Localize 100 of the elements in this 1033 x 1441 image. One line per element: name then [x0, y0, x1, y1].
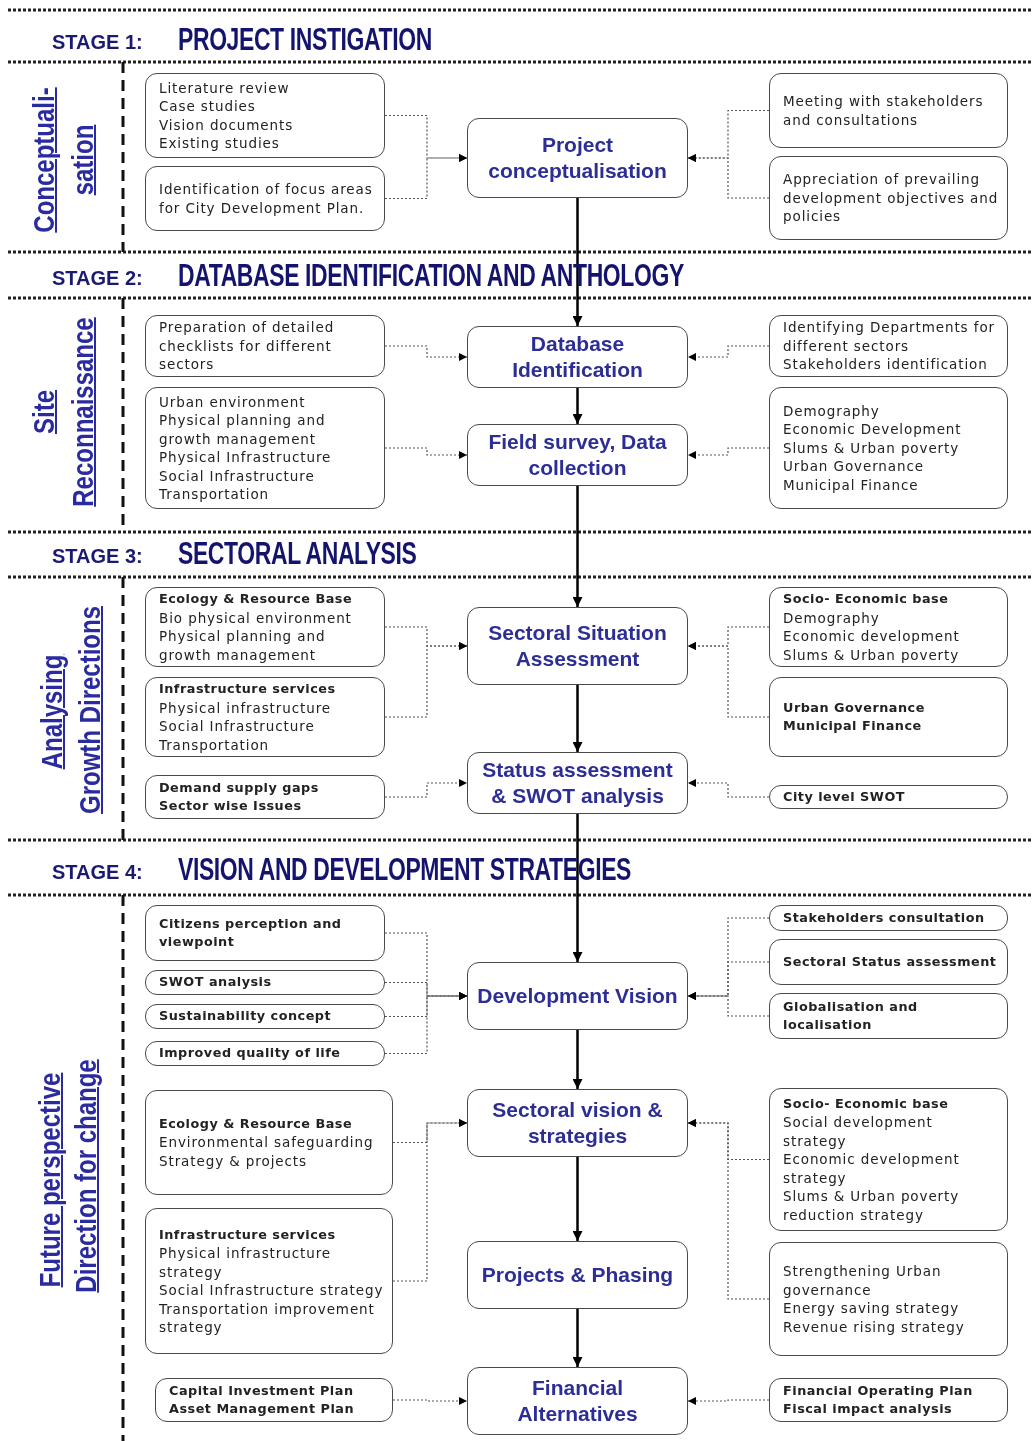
phase-label: Growth Directions — [74, 606, 106, 814]
box-text: Infrastructure services — [159, 680, 337, 698]
connector-arrow — [392, 1396, 468, 1406]
input-box — [145, 775, 385, 819]
box-text: Sector wise Issues — [159, 797, 303, 815]
box-text: Urban Governance — [783, 457, 925, 476]
box-text: SWOT analysis — [159, 973, 273, 992]
process-box — [467, 1367, 688, 1435]
input-box — [145, 677, 385, 757]
box-text: Transportation improvement strategy — [159, 1299, 376, 1337]
input-box — [769, 1378, 1008, 1422]
input-box — [769, 939, 1008, 985]
process-box — [467, 118, 688, 198]
box-text: Social Infrastructure — [159, 466, 316, 485]
input-box — [145, 1090, 393, 1195]
connector-arrow — [572, 198, 583, 326]
stage-title: SECTORAL ANALYSIS — [178, 536, 417, 572]
box-text: Urban environment — [159, 392, 307, 411]
process-box — [467, 962, 688, 1030]
box-text: Financial Alternatives — [516, 1375, 639, 1427]
connector-arrow — [572, 1030, 583, 1089]
connector-arrow — [384, 778, 468, 798]
box-text: Environmental safeguarding — [159, 1133, 375, 1152]
box-text: Sectoral Situation Assessment — [487, 620, 668, 672]
input-box — [769, 677, 1008, 757]
box-text: Social Infrastructure strategy — [159, 1281, 385, 1300]
box-text: Stakeholders identification — [783, 355, 989, 374]
input-box — [145, 1208, 393, 1354]
box-text: Citizens perception and viewpoint — [159, 914, 343, 951]
box-text: Sectoral vision & strategies — [491, 1097, 664, 1149]
box-text: Identifying Departments for different sectors — [783, 318, 996, 356]
box-text: Economic development strategy — [783, 1150, 961, 1188]
box-text: Urban Governance — [783, 698, 926, 717]
box-text: Slums & Urban poverty — [783, 645, 961, 664]
box-text: Physical planning and growth management — [159, 627, 327, 664]
phase-label: Site — [28, 390, 60, 434]
box-text: Status assessment & SWOT analysis — [481, 757, 674, 809]
box-text: Vision documents — [159, 115, 295, 134]
box-text: Social Infrastructure — [159, 717, 316, 736]
box-text: Strengthening Urban governance — [783, 1262, 943, 1299]
box-text: Ecology & Resource Base — [159, 590, 354, 608]
phase-label: sation — [67, 124, 99, 196]
box-text: Existing studies — [159, 134, 281, 153]
process-box — [467, 326, 688, 388]
connector-arrow — [572, 1309, 583, 1367]
box-text: Fiscal impact analysis — [783, 1400, 954, 1418]
input-box — [769, 587, 1008, 667]
box-text: Physical infrastructure strategy — [159, 1244, 333, 1281]
connector-arrow — [687, 1396, 770, 1406]
process-box — [467, 424, 688, 486]
input-box — [769, 993, 1008, 1039]
connector-arrow — [687, 345, 770, 362]
box-text: Globalisation and localisation — [783, 997, 919, 1034]
box-text: Identification of focus areas for City Development Plan. — [159, 180, 374, 217]
input-box — [145, 166, 385, 231]
stage-number: STAGE 2: — [52, 266, 143, 290]
box-text: Energy saving strategy — [783, 1299, 961, 1318]
box-text: Revenue rising strategy — [783, 1317, 966, 1336]
input-box — [769, 387, 1008, 509]
connector-arrow — [384, 991, 468, 1055]
box-text: Development Vision — [477, 983, 678, 1009]
input-box — [145, 970, 385, 995]
process-box — [467, 752, 688, 814]
box-text: Meeting with stakeholders and consultations — [783, 92, 985, 129]
box-text: Economic Development — [783, 420, 963, 439]
box-text: Strategy & projects — [159, 1151, 308, 1171]
connector-arrow — [384, 153, 468, 200]
input-box — [769, 1242, 1008, 1356]
stage-title: PROJECT INSTIGATION — [178, 22, 432, 58]
process-box — [467, 1089, 688, 1157]
box-text: Physical planning and growth management — [159, 411, 327, 448]
box-text: Financial Operating Plan — [783, 1381, 974, 1400]
connector-arrow — [572, 486, 583, 607]
box-text: Literature review — [159, 78, 291, 97]
box-text: Demography — [783, 608, 881, 627]
box-text: Slums & Urban poverty — [783, 438, 961, 458]
input-box — [769, 73, 1008, 148]
connector-arrow — [687, 641, 770, 718]
box-text: Demography — [783, 401, 881, 421]
box-text: Social development strategy — [783, 1113, 934, 1151]
box-text: Improved quality of life — [159, 1044, 342, 1063]
input-box — [769, 905, 1008, 931]
input-box — [145, 1004, 385, 1029]
connector-arrow — [687, 153, 770, 199]
input-box — [769, 315, 1008, 377]
stage-number: STAGE 1: — [52, 30, 143, 54]
connector-arrow — [572, 388, 583, 424]
box-text: Economic development — [783, 627, 961, 646]
input-box — [145, 73, 385, 158]
box-text: Slums & Urban poverty reduction strategy — [783, 1187, 961, 1225]
stage-number: STAGE 3: — [52, 544, 143, 568]
phase-label: Reconnaissance — [67, 317, 99, 507]
stage-number: STAGE 4: — [52, 860, 143, 884]
input-box — [145, 587, 385, 667]
box-text: Stakeholders consultation — [783, 908, 986, 927]
box-text: Municipal Finance — [783, 475, 920, 495]
process-box — [467, 1241, 688, 1309]
box-text: Project conceptualisation — [487, 132, 668, 184]
connector-arrow — [687, 1118, 770, 1300]
box-text: Bio physical environment — [159, 608, 353, 627]
